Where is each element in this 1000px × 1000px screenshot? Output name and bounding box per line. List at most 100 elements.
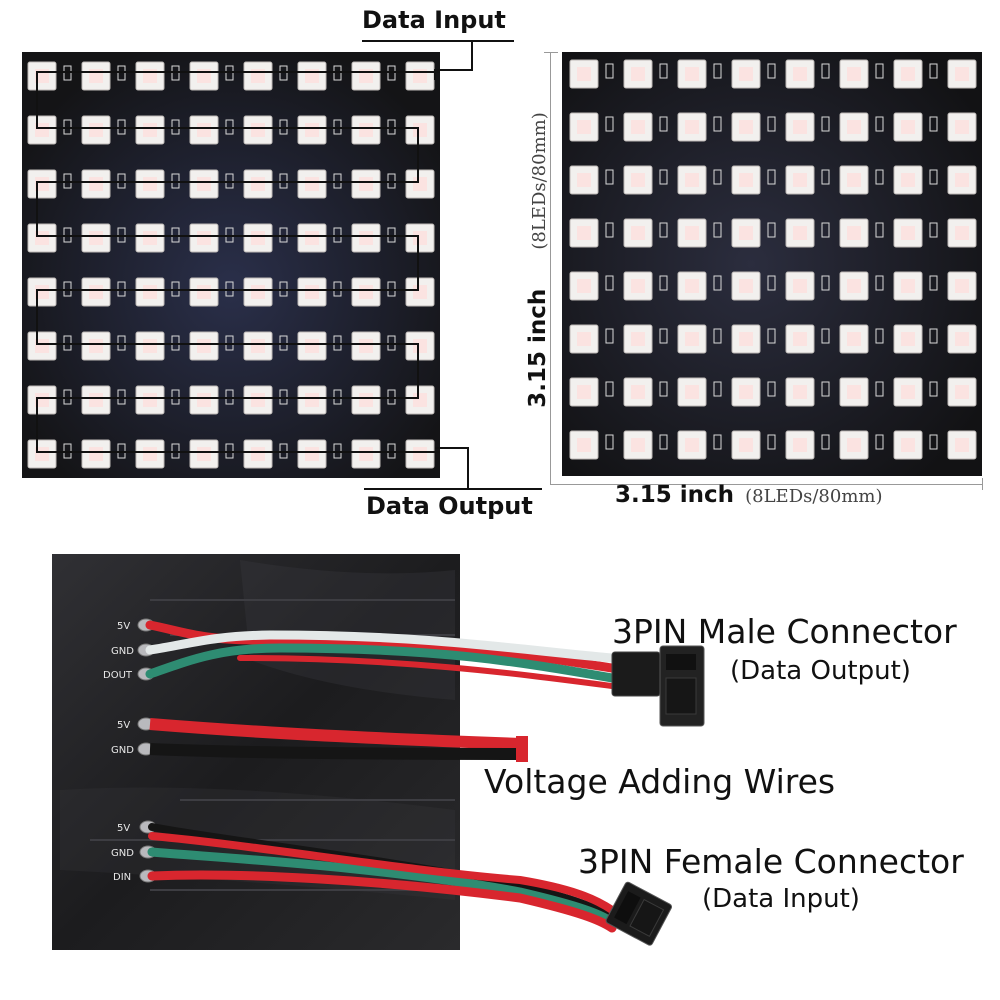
led-cell [677,218,722,248]
led-cell [27,277,72,307]
led-cell [623,218,668,248]
data-output-callout: Data Output [364,488,544,528]
height-dimension-line [550,52,551,484]
led-cell [569,165,614,195]
capacitor-footprint [821,434,830,450]
led-cell [947,165,977,195]
led-cell [947,430,977,460]
led-cell [243,439,288,469]
capacitor-footprint [713,275,722,291]
led-cell [785,271,830,301]
capacitor-footprint [713,328,722,344]
pad-label-dout: DOUT [103,670,133,681]
led-cell [623,112,668,142]
wiring-photo: 5V GND DOUT 5V GND 5V GND DIN [52,554,705,950]
led-cell [839,430,884,460]
capacitor-footprint [767,275,776,291]
led-cell [569,59,614,89]
male-connector-title: 3PIN Male Connector [612,612,957,651]
led-cell [893,112,938,142]
led-cell [81,385,126,415]
capacitor-footprint [659,63,668,79]
led-cell [731,218,776,248]
led-matrix-dimensioned [562,52,982,476]
capacitor-footprint [875,63,884,79]
led-cell [947,59,977,89]
led-cell [893,271,938,301]
capacitor-footprint [821,169,830,185]
capacitor-footprint [929,434,938,450]
led-cell [405,385,435,415]
capacitor-footprint [929,63,938,79]
led-cell [569,218,614,248]
led-cell [839,59,884,89]
led-cell [243,223,288,253]
led-cell [785,377,830,407]
led-cell [351,223,396,253]
capacitor-footprint [875,381,884,397]
capacitor-footprint [659,116,668,132]
capacitor-footprint [821,275,830,291]
led-cell [351,61,396,91]
height-label-main: 3.15 inch [525,288,551,408]
capacitor-footprint [605,63,614,79]
led-cell [839,377,884,407]
capacitor-footprint [875,275,884,291]
pad-label-5v: 5V [117,823,130,834]
led-cell [189,223,234,253]
led-cell [27,169,72,199]
led-cell [135,277,180,307]
capacitor-footprint [713,63,722,79]
led-cell [839,165,884,195]
led-cell [623,430,668,460]
led-cell [893,324,938,354]
capacitor-footprint [767,169,776,185]
pad-labels: 5V GND DOUT 5V GND 5V GND DIN [103,621,134,883]
led-cell [189,277,234,307]
led-cell [623,165,668,195]
led-cell [135,385,180,415]
female-connector [605,881,673,946]
capacitor-footprint [659,222,668,238]
capacitor-footprint [821,328,830,344]
led-cell [81,223,126,253]
led-cell [405,61,435,91]
led-cell [189,385,234,415]
led-cell [839,112,884,142]
led-cell [405,439,435,469]
dimension-tick [544,52,558,53]
voltage-wires [149,718,528,762]
led-cell [731,165,776,195]
led-cell [81,277,126,307]
led-cell [81,439,126,469]
capacitor-footprint [713,381,722,397]
female-wire-bundle [147,823,617,933]
led-cell [569,377,614,407]
pad-label-gnd: GND [111,646,134,657]
led-matrix-front [22,52,440,478]
capacitor-footprint [713,434,722,450]
led-cell [135,223,180,253]
capacitor-footprint [605,434,614,450]
led-cell [405,223,435,253]
led-cell [135,115,180,145]
led-cell [785,430,830,460]
capacitor-footprint [713,169,722,185]
male-connector-subtitle: (Data Output) [730,656,911,686]
led-cell [243,277,288,307]
led-cell [297,115,342,145]
capacitor-footprint [767,328,776,344]
capacitor-footprint [659,381,668,397]
callout-overline [364,488,542,490]
led-cell [623,271,668,301]
width-label: 3.15 inch (8LEDs/80mm) [615,482,883,508]
data-input-callout: Data Input [362,4,522,44]
led-cell [81,331,126,361]
led-cell [893,59,938,89]
led-cell [189,331,234,361]
led-cell [731,59,776,89]
pad-label-gnd: GND [111,745,134,756]
height-label-sub: (8LEDs/80mm) [529,112,550,250]
capacitor-footprint [659,434,668,450]
led-cell [731,430,776,460]
